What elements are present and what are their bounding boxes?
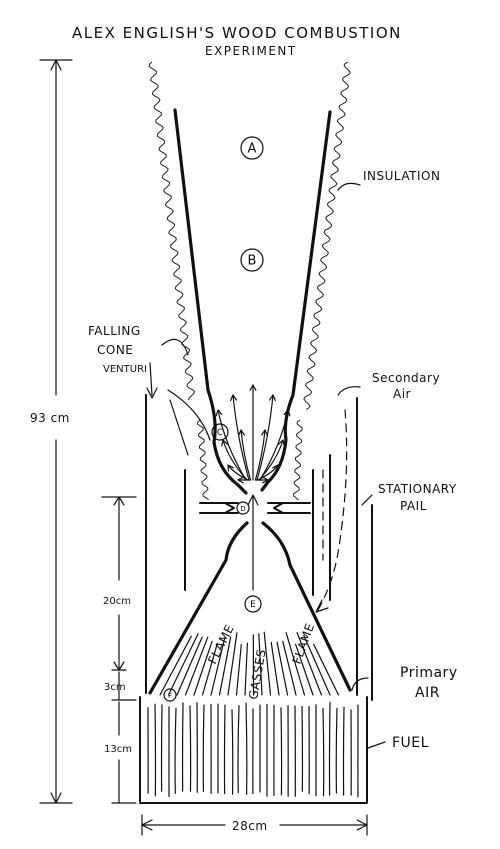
flame-stroke [177, 637, 202, 695]
flame-left-label: FLAME [205, 622, 237, 666]
nozzle-arrow-left [225, 503, 234, 513]
dim-total-label: 93 cm [30, 411, 70, 425]
dimension-width: 28cm [142, 815, 367, 835]
secondary-air-label-2: Air [393, 387, 411, 401]
venturi-label: VENTURI [103, 364, 147, 375]
flame-right-label: FLAME [290, 621, 318, 666]
primary-air-arrow [352, 678, 368, 690]
stationary-pail-arrow [362, 495, 372, 505]
flow-arrow [233, 395, 249, 480]
point-e-label: E [250, 600, 256, 610]
venturi-arrow-1 [162, 339, 188, 355]
central-flow-arrow [248, 495, 258, 590]
dimension-gap: 3cm [104, 672, 136, 700]
secondary-air-path [318, 410, 347, 610]
fuel-stick [190, 706, 191, 791]
fuel-stick [336, 708, 337, 793]
insulation-right [304, 62, 350, 410]
flame-stroke [277, 642, 287, 695]
point-a-label: A [248, 142, 257, 157]
venturi-arrow-4 [170, 400, 188, 455]
fuel-arrow [368, 742, 385, 748]
stationary-pail-label-2: PAIL [400, 499, 427, 513]
falling-cone-label-2: CONE [97, 343, 133, 357]
primary-air-label-2: AIR [415, 685, 440, 701]
cone-right [263, 523, 350, 690]
fuel-label: FUEL [392, 735, 429, 751]
insulation-arrow [338, 183, 360, 190]
gasses-label: GASSES [246, 648, 269, 701]
flame-stroke [245, 643, 247, 695]
point-e-marker: E [245, 596, 261, 612]
fuel-stick [281, 708, 282, 795]
falling-cone-label-1: FALLING [88, 324, 141, 338]
primary-air-label-1: Primary [400, 665, 458, 681]
fuel-stick [232, 710, 233, 794]
dim-fuel-label: 13cm [104, 744, 132, 755]
insulation-label: INSULATION [363, 169, 440, 183]
flame-stroke [237, 645, 242, 695]
fuel-stick [224, 705, 225, 793]
point-d-label: D [240, 505, 245, 513]
diagram-title: ALEX ENGLISH'S WOOD COMBUSTION [72, 24, 402, 42]
insulation-wavy-lines [149, 62, 350, 500]
dimension-cone: 20cm [102, 497, 136, 670]
point-f-label: F [168, 692, 172, 700]
chimney-wall-left [175, 110, 246, 493]
insulation-left [149, 62, 194, 400]
point-a-marker: A [241, 137, 263, 159]
dim-width-label: 28cm [232, 819, 268, 833]
venturi-arrow-2 [150, 363, 152, 395]
dimension-total: 93 cm [30, 60, 72, 803]
falling-cone [150, 470, 350, 693]
fuel-stick [323, 708, 324, 795]
point-c-label: C [217, 428, 223, 438]
fuel-stick [238, 706, 239, 793]
dim-gap-label: 3cm [104, 682, 126, 693]
fuel-stick [175, 708, 176, 793]
insulation-right-lower [294, 420, 303, 500]
fuel-stick [329, 702, 330, 795]
stationary-pail-label-1: STATIONARY [378, 482, 457, 496]
flame-stroke [271, 642, 279, 695]
secondary-air-label-1: Secondary [372, 371, 440, 385]
flame-stroke [169, 634, 199, 695]
nozzle-arrow-right [274, 503, 283, 513]
point-b-label: B [248, 254, 257, 269]
chimney-wall-right [262, 112, 330, 490]
dimension-fuel: 13cm [104, 702, 136, 803]
fuel-stick [343, 707, 344, 795]
secondary-air-arrow [338, 387, 360, 395]
dim-cone-label: 20cm [103, 596, 131, 607]
flow-arrow [257, 395, 273, 480]
point-d-marker: D [237, 502, 249, 514]
diagram-subtitle: EXPERIMENT [205, 44, 297, 58]
fuel-stick [246, 703, 247, 794]
fuel-stick [203, 705, 204, 791]
point-b-marker: B [241, 249, 263, 271]
